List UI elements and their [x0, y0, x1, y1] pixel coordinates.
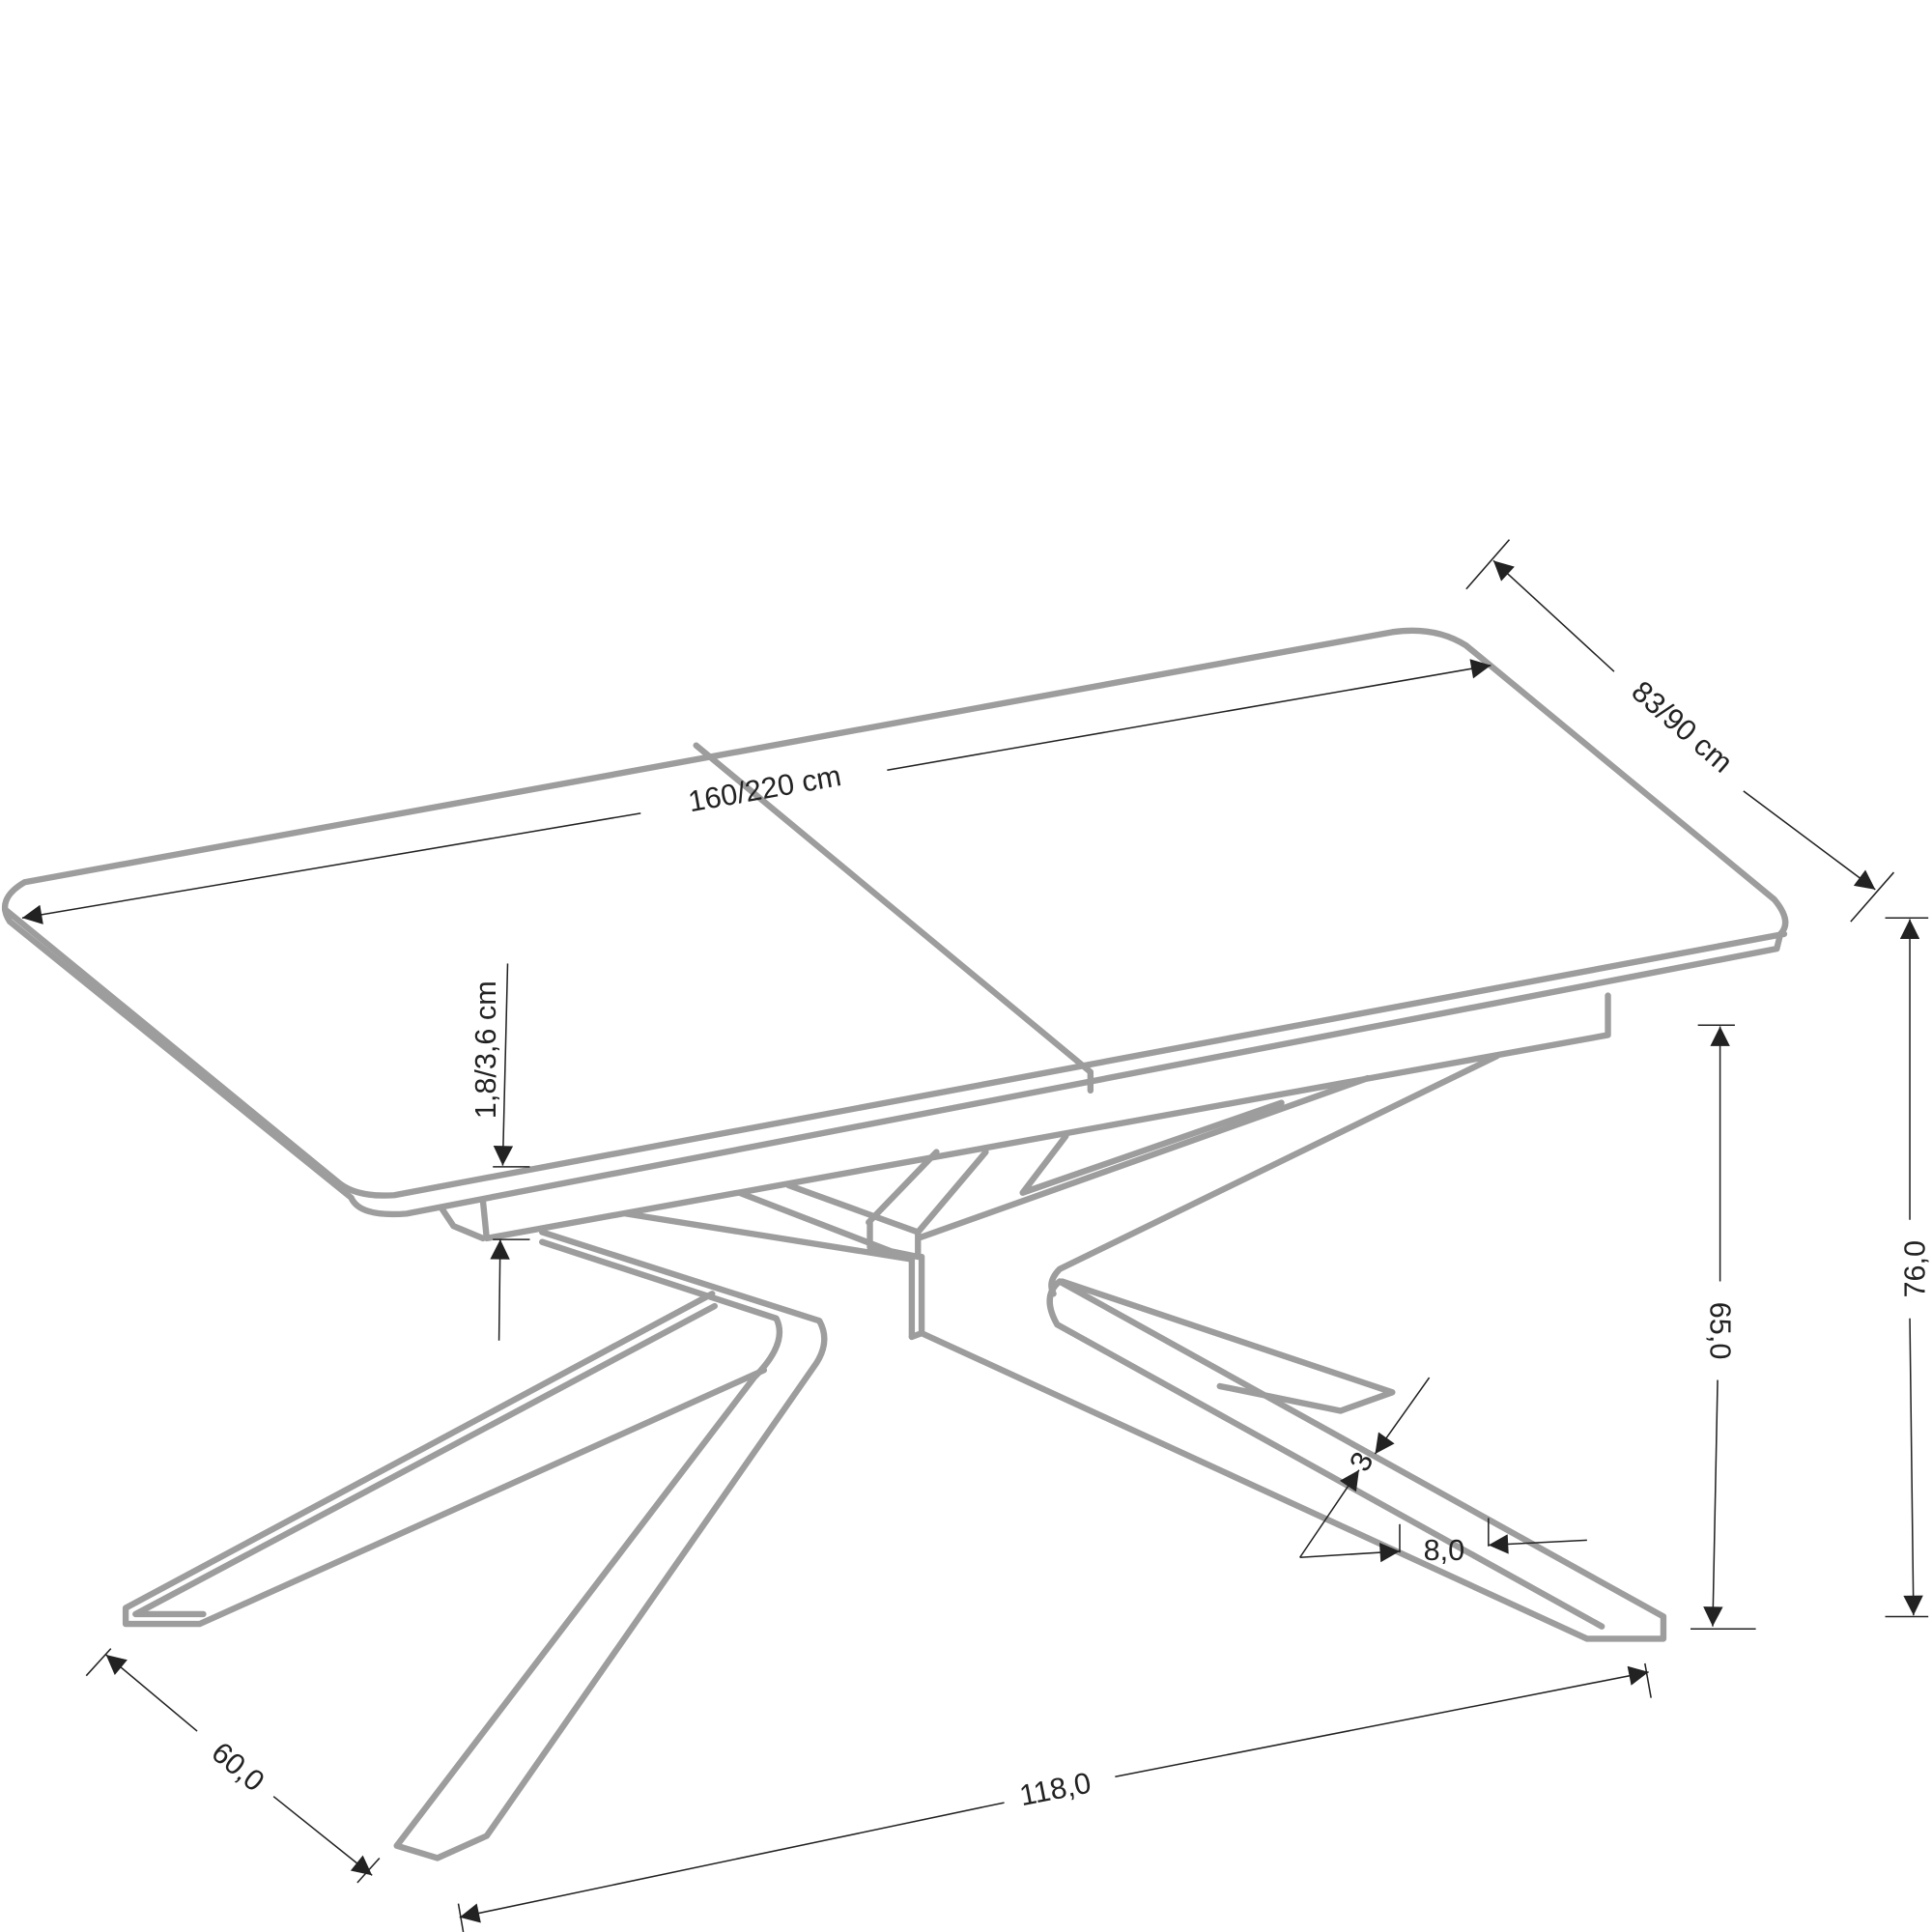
- leg-front-left: [122, 1291, 768, 1628]
- leg-height-label: 65,0: [1703, 1302, 1736, 1360]
- table-frame: [438, 992, 1611, 1341]
- extension-split-line: [693, 742, 1094, 1094]
- dimension-width: 83/90 cm: [1465, 539, 1895, 923]
- top-thickness-label: 1,8/3,6 cm: [469, 980, 502, 1119]
- arrow-icon: [1903, 1318, 1923, 1616]
- dimension-base-length: 118,0: [457, 1662, 1652, 1932]
- arrow-icon: [21, 812, 641, 924]
- arrow-icon: [493, 963, 514, 1166]
- width-label: 83/90 cm: [1626, 675, 1739, 780]
- arrow-icon: [1703, 1379, 1723, 1627]
- underframe-left: [438, 1204, 487, 1242]
- arrow-icon: [1299, 1542, 1401, 1563]
- arrow-icon: [490, 1239, 510, 1341]
- extension-line: [1850, 871, 1895, 923]
- base-length-label: 118,0: [1017, 1767, 1094, 1813]
- dimension-leg-height: 65,0: [1690, 1024, 1756, 1630]
- dimension-top-thickness: 1,8/3,6 cm: [469, 963, 530, 1341]
- leg-front-right: [918, 1278, 1667, 1642]
- arrow-icon: [272, 1796, 373, 1876]
- extension-line: [1465, 539, 1511, 590]
- table-legs: [122, 1052, 1667, 1861]
- leg-width-label: 8,0: [1424, 1534, 1465, 1567]
- total-height-label: 76,0: [1898, 1240, 1931, 1298]
- table-top: [1, 627, 1789, 1218]
- leg-joint: [908, 1329, 925, 1341]
- dimension-base-depth: 60,0: [85, 1648, 381, 1884]
- underframe-braces: [622, 1074, 1372, 1263]
- length-label: 160/220 cm: [686, 759, 843, 818]
- arrow-icon: [459, 1802, 1005, 1923]
- leg-back-left: [393, 1229, 828, 1861]
- arrow-icon: [1492, 559, 1615, 672]
- arrow-icon: [1743, 790, 1876, 891]
- apron: [479, 992, 1611, 1242]
- arrow-icon: [1488, 1534, 1587, 1554]
- leg-back-right: [1048, 1052, 1500, 1414]
- dimension-total-height: 76,0: [1885, 917, 1931, 1618]
- base-depth-label: 60,0: [205, 1736, 270, 1798]
- arrow-icon: [105, 1654, 198, 1732]
- dimension-length: 160/220 cm: [21, 659, 1492, 924]
- arrow-icon: [1374, 1377, 1431, 1455]
- dimension-leg-width: 8,0: [1299, 1518, 1587, 1567]
- center-column: [908, 1253, 925, 1341]
- table-top-edge-lower: [1, 906, 1788, 1199]
- arrow-icon: [1115, 1665, 1649, 1778]
- arrow-icon: [1299, 1469, 1360, 1558]
- arrow-icon: [887, 659, 1492, 771]
